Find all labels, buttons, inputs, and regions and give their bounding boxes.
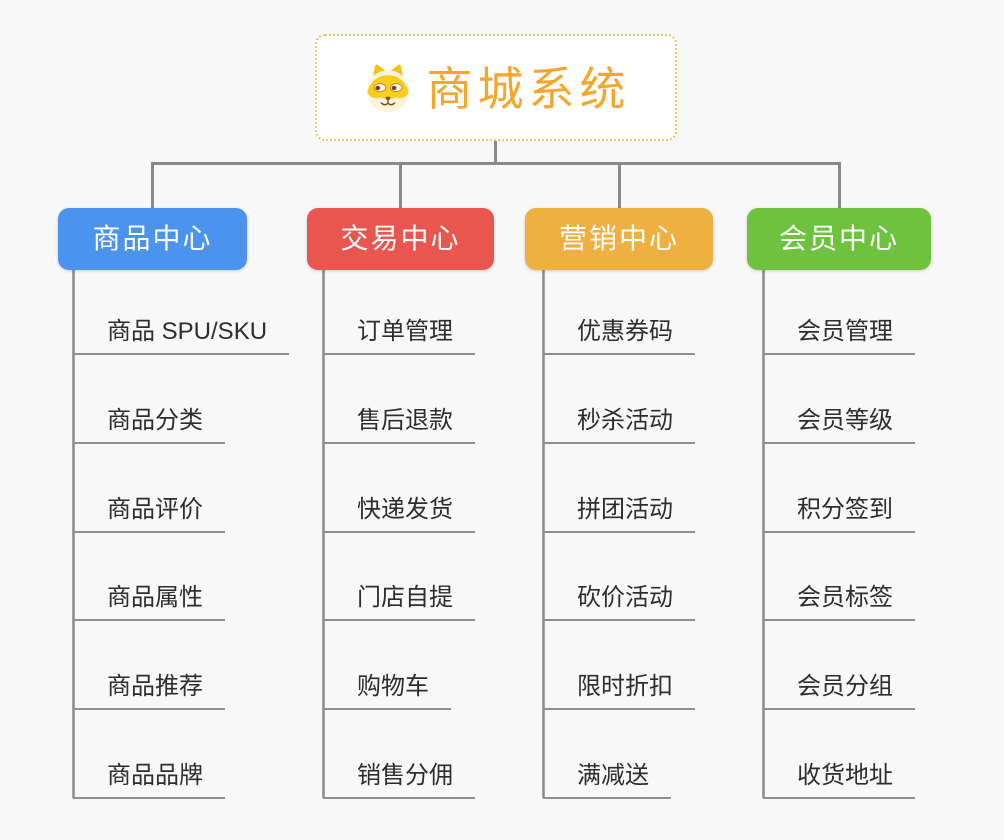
leaf-node[interactable]: 商品品牌 (73, 761, 225, 799)
leaf-node[interactable]: 拼团活动 (543, 495, 695, 533)
leaf-node[interactable]: 快递发货 (323, 495, 475, 533)
leaf-node[interactable]: 积分签到 (763, 495, 915, 533)
leaf-node[interactable]: 满减送 (543, 761, 671, 799)
leaf-node[interactable]: 会员标签 (763, 583, 915, 621)
branch-node-member-center[interactable]: 会员中心 (747, 208, 931, 270)
leaf-node[interactable]: 会员等级 (763, 406, 915, 444)
leaf-node[interactable]: 会员分组 (763, 672, 915, 710)
dog-face-icon (366, 64, 409, 112)
root-node[interactable]: 商城系统 (315, 34, 677, 141)
leaf-node[interactable]: 门店自提 (323, 583, 475, 621)
branch-node-trade-center[interactable]: 交易中心 (307, 208, 494, 270)
leaf-node[interactable]: 销售分佣 (323, 761, 475, 799)
leaf-node[interactable]: 会员管理 (763, 317, 915, 355)
branch-node-product-center[interactable]: 商品中心 (58, 208, 247, 270)
leaf-node[interactable]: 商品分类 (73, 406, 225, 444)
leaf-node[interactable]: 收货地址 (763, 761, 915, 799)
leaf-node[interactable]: 商品 SPU/SKU (73, 317, 290, 355)
leaf-node[interactable]: 售后退款 (323, 406, 475, 444)
branch-node-marketing-center[interactable]: 营销中心 (525, 208, 713, 270)
leaf-node[interactable]: 优惠券码 (543, 317, 695, 355)
leaf-node[interactable]: 购物车 (323, 672, 451, 710)
leaf-node[interactable]: 商品属性 (73, 583, 225, 621)
leaf-node[interactable]: 秒杀活动 (543, 406, 695, 444)
leaf-node[interactable]: 商品评价 (73, 495, 225, 533)
root-title: 商城系统 (426, 62, 631, 115)
leaf-node[interactable]: 商品推荐 (73, 672, 225, 710)
leaf-node[interactable]: 限时折扣 (543, 672, 695, 710)
leaf-node[interactable]: 订单管理 (323, 317, 475, 355)
leaf-node[interactable]: 砍价活动 (543, 583, 695, 621)
